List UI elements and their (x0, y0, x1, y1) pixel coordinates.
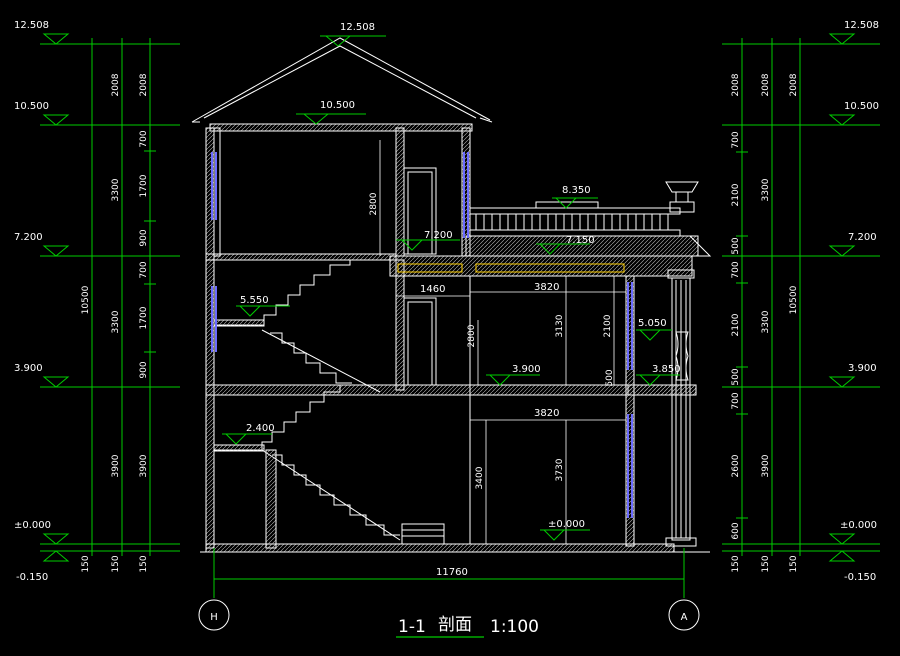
dim-window-mid: 2100 (603, 314, 613, 337)
dim-door-mid: 2800 (467, 324, 477, 347)
right-level-symbols (828, 33, 856, 562)
right-mid-dim: 3300 (761, 178, 771, 201)
left-inner-dim: 1700 (139, 306, 149, 329)
inner-level-symbols (213, 35, 685, 598)
level-ridge: 12.508 (340, 22, 375, 33)
axis-marker-right: A (668, 599, 700, 631)
left-level-7200: 7.200 (14, 232, 43, 243)
right-mid-dim: 3300 (761, 310, 771, 333)
left-mid-dim: 3900 (111, 454, 121, 477)
right-inner-dim: 600 (731, 522, 741, 539)
left-inner-dim: 700 (139, 261, 149, 278)
right-outer-top-dim: 2008 (789, 73, 799, 96)
section-number: 1-1 (398, 617, 426, 637)
dim-small: 500 (605, 369, 615, 386)
left-mid-dim: 3300 (111, 178, 121, 201)
dim-total: 11760 (436, 567, 468, 578)
left-inner-dim: 2008 (139, 73, 149, 96)
left-level-10500: 10.500 (14, 101, 49, 112)
right-dim-150: 150 (731, 555, 741, 572)
section-scale: 1:100 (490, 617, 539, 637)
left-mid-dim: 3300 (111, 310, 121, 333)
level-balcony: 5.050 (638, 318, 667, 329)
level-landing2: 5.550 (240, 295, 269, 306)
level-floor3: 7.200 (424, 230, 453, 241)
right-inner-dim: 2008 (731, 73, 741, 96)
inner-dimension-lines (379, 140, 626, 544)
right-level-10500: 10.500 (844, 101, 879, 112)
dim-span-lower: 3820 (534, 408, 559, 419)
right-inner-dim: 2600 (731, 454, 741, 477)
left-inner-dim: 900 (139, 229, 149, 246)
right-level-0: ±0.000 (840, 520, 877, 531)
left-dimension-chain (40, 38, 180, 556)
right-level-minus: -0.150 (844, 572, 876, 583)
dim-door-width: 1460 (420, 284, 445, 295)
building-section (191, 37, 712, 553)
right-inner-dim: 2100 (731, 183, 741, 206)
dim-stair-upper: 2800 (369, 192, 379, 215)
right-dim-150: 150 (761, 555, 771, 572)
right-inner-dim: 700 (731, 131, 741, 148)
left-inner-dim: 700 (139, 130, 149, 147)
axis-label-left: H (210, 612, 218, 623)
left-dim-150: 150 (81, 555, 91, 572)
dim-span-upper: 3820 (534, 282, 559, 293)
right-inner-dim: 700 (731, 261, 741, 278)
right-level-3900: 3.900 (848, 363, 877, 374)
left-mid-dim: 2008 (111, 73, 121, 96)
axis-label-right: A (681, 612, 688, 623)
right-dim-150: 150 (789, 555, 799, 572)
level-terrace: 7.150 (566, 235, 595, 246)
right-inner-dim: 2100 (731, 313, 741, 336)
right-dimension-chain (722, 38, 880, 556)
left-outer-dim: 10500 (81, 285, 91, 314)
level-ground: ±0.000 (548, 519, 585, 530)
right-inner-dim: 500 (731, 237, 741, 254)
level-floor2-right: 3.850 (652, 364, 681, 375)
level-floor2: 3.900 (512, 364, 541, 375)
level-terrace-top: 8.350 (562, 185, 591, 196)
dim-room-mid: 3130 (555, 314, 565, 337)
window-glazing (211, 152, 633, 518)
right-inner-dim: 700 (731, 392, 741, 409)
left-dim-150: 150 (111, 555, 121, 572)
left-level-3900: 3.900 (14, 363, 43, 374)
left-inner-dim: 900 (139, 361, 149, 378)
left-level-12508: 12.508 (14, 20, 49, 31)
right-level-12508: 12.508 (844, 20, 879, 31)
dim-room-low: 3400 (475, 466, 485, 489)
left-level-0: ±0.000 (14, 520, 51, 531)
left-inner-dim: 3900 (139, 454, 149, 477)
left-level-minus: -0.150 (16, 572, 48, 583)
left-inner-dim: 1700 (139, 174, 149, 197)
axis-marker-left: H (198, 599, 230, 631)
right-outer-dim: 10500 (789, 285, 799, 314)
right-mid-dim: 3900 (761, 454, 771, 477)
level-eave: 10.500 (320, 100, 355, 111)
section-title: 剖面 (438, 615, 472, 635)
right-mid-dim: 2008 (761, 73, 771, 96)
level-landing1: 2.400 (246, 423, 275, 434)
dim-room-low2: 3730 (555, 458, 565, 481)
right-level-7200: 7.200 (848, 232, 877, 243)
left-level-symbols (42, 33, 70, 562)
right-inner-dim: 500 (731, 368, 741, 385)
left-dim-150: 150 (139, 555, 149, 572)
